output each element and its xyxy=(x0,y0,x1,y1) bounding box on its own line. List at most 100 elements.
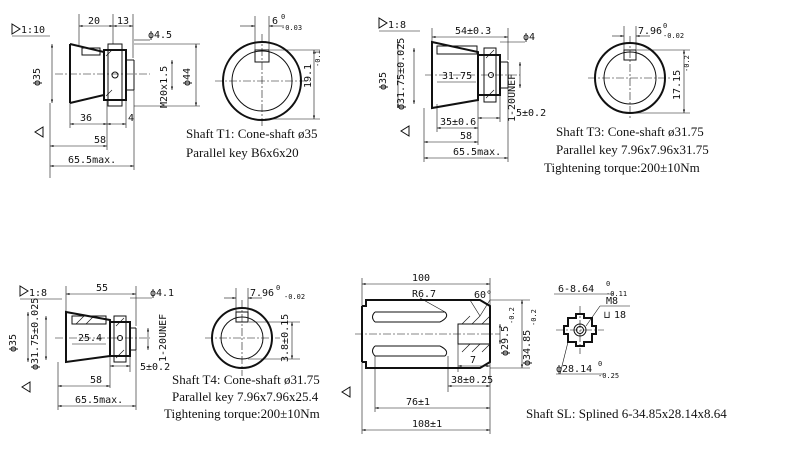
t3-key-length: 31.75 xyxy=(442,71,472,82)
t4-caption-line: Tightening torque:200±10Nm xyxy=(164,406,320,421)
t1-dim-36: 36 xyxy=(80,113,92,124)
t3-key-width: 7.96 xyxy=(638,26,662,37)
sl-spline-profile xyxy=(563,313,597,347)
t4-caption: Shaft T4: Cone-shaft ø31.75 Parallel key… xyxy=(164,372,320,422)
t1-dim-58: 58 xyxy=(94,135,106,146)
t4-taper-label: 1:8 xyxy=(29,288,47,299)
sl-dim-phi2814-up: 0 xyxy=(598,360,602,368)
t4-dim-55: 55 xyxy=(96,283,108,294)
t1-dim-655: 65.5max. xyxy=(68,155,116,166)
t4-dim-58: 58 xyxy=(90,375,102,386)
sl-dim-phi2814-low: -0.25 xyxy=(598,372,619,380)
t4-pin-hole xyxy=(117,335,123,341)
t3-dim-thread: 1-20UNEF xyxy=(507,74,518,122)
sl-spline-width-up: 0 xyxy=(606,280,610,288)
sl-depth-symbol-icon: ⊔ xyxy=(604,310,610,321)
t1-nut xyxy=(103,49,127,101)
sl-dim-38: 38±0.25 xyxy=(451,375,493,386)
datum-triangle-icon xyxy=(21,381,31,393)
datum-triangle-icon xyxy=(400,125,410,137)
shaft-sl-section: 6-8.64 0 -0.11 M8 ⊔ 18 ϕ28.14 0 -0.25 xyxy=(554,280,630,380)
sl-dim-phi295-tol: -0.2 xyxy=(508,307,516,324)
t1-pin-hole xyxy=(111,71,119,79)
t1-key-tol-up: 0 xyxy=(281,13,285,21)
sl-dim-108: 108±1 xyxy=(412,419,442,430)
t4-caption-line: Shaft T4: Cone-shaft ø31.75 xyxy=(172,372,320,387)
datum-triangle-icon xyxy=(34,126,44,138)
sl-dim-100: 100 xyxy=(412,273,430,284)
sl-threaded-hole xyxy=(457,323,491,345)
sl-dim-phi295: ϕ29.5 xyxy=(500,326,511,356)
t1-key-tol-low: -0.03 xyxy=(281,24,302,32)
t1-key-height-tol: -0.1 xyxy=(314,50,322,67)
shaft-t4-side-view: 1:8 25.4 55 ϕ4.1 ϕ35 ϕ31.75±0.025 1-20UN… xyxy=(8,283,174,410)
t3-dim-phi35: ϕ35 xyxy=(378,72,389,90)
t3-key-tol-low: -0.02 xyxy=(663,32,684,40)
sl-dim-phi2814: ϕ28.14 xyxy=(556,364,592,375)
t1-shaft-taper xyxy=(69,43,105,104)
t1-key xyxy=(81,47,101,56)
t4-caption-line: Parallel key 7.96x7.96x25.4 xyxy=(172,389,319,404)
t3-dim-phi4: ϕ4 xyxy=(523,32,535,43)
sl-spline-width: 6-8.64 xyxy=(558,284,594,295)
taper-symbol-icon xyxy=(19,285,29,297)
sl-spline-width-low: -0.11 xyxy=(606,290,627,298)
t3-dim-58: 58 xyxy=(460,131,472,142)
t3-taper-label: 1:8 xyxy=(388,20,406,31)
t1-dim-phi45: ϕ4.5 xyxy=(148,30,172,41)
shaft-t3-side-view: 1:8 31.75 54±0.3 ϕ4 ϕ35 ϕ31.75±0.025 1-2… xyxy=(378,17,546,162)
t1-key-height: 19.1 xyxy=(303,64,314,88)
t4-key-tol-low: -0.02 xyxy=(284,293,305,301)
t3-caption-line: Shaft T3: Cone-shaft ø31.75 xyxy=(556,124,704,139)
t1-dim-phi35: ϕ35 xyxy=(32,68,43,86)
sl-dim-76: 76±1 xyxy=(406,397,430,408)
shaft-t1-side-view: 1:10 20 13 ϕ4.5 ϕ35 M20x1.5 ϕ44 xyxy=(11,14,200,178)
t4-dim-phi35: ϕ35 xyxy=(8,334,19,352)
t3-dim-655: 65.5max. xyxy=(453,147,501,158)
t4-key-tol-up: 0 xyxy=(276,284,280,292)
sl-dim-r67: R6.7 xyxy=(412,289,436,300)
taper-symbol-icon xyxy=(378,17,388,29)
t3-dim-35: 35±0.6 xyxy=(440,117,476,128)
t3-pin-hole xyxy=(488,72,494,78)
t1-dim-13: 13 xyxy=(117,16,129,27)
t3-key xyxy=(436,45,478,55)
taper-symbol-icon xyxy=(11,23,21,35)
t4-nut xyxy=(109,321,131,357)
t3-caption: Shaft T3: Cone-shaft ø31.75 Parallel key… xyxy=(544,124,709,176)
shaft-t4-section: 7.96 0 -0.02 3.8±0.15 xyxy=(205,284,305,376)
t4-dim-phi3175: ϕ31.75±0.025 xyxy=(30,298,41,370)
sl-dim-phi3485: ϕ34.85 xyxy=(522,330,533,366)
t3-key-height-tol: -0.2 xyxy=(683,55,691,72)
t3-dim-52: 5±0.2 xyxy=(516,108,546,119)
t4-dim-phi41: ϕ4.1 xyxy=(150,288,174,299)
datum-triangle-icon xyxy=(341,386,351,398)
sl-dim-phi3485-tol: -0.2 xyxy=(530,309,538,326)
sl-dim-7: 7 xyxy=(470,355,476,366)
sl-thread-m8: M8 xyxy=(606,296,618,307)
t3-caption-line: Parallel key 7.96x7.96x31.75 xyxy=(556,142,709,157)
sl-caption: Shaft SL: Splined 6-34.85x28.14x8.64 xyxy=(526,406,727,422)
t1-dim-phi44: ϕ44 xyxy=(182,68,193,86)
sl-depth: 18 xyxy=(614,310,626,321)
t1-caption: Shaft T1: Cone-shaft ø35 Parallel key B6… xyxy=(186,126,318,161)
t4-dim-thread: 1-20UNEF xyxy=(158,314,169,362)
t3-dim-54: 54±0.3 xyxy=(455,26,491,37)
t3-dim-phi3175: ϕ31.75±0.025 xyxy=(396,38,407,110)
t4-key xyxy=(71,315,107,325)
shaft-t1-section: 6 0 -0.03 19.1 -0.1 xyxy=(215,13,322,128)
t4-dim-52: 5±0.2 xyxy=(140,362,170,373)
t1-caption-line: Shaft T1: Cone-shaft ø35 xyxy=(186,126,318,141)
t3-key-tol-up: 0 xyxy=(663,22,667,30)
sl-caption-line: Shaft SL: Splined 6-34.85x28.14x8.64 xyxy=(526,406,727,421)
t1-dim-thread: M20x1.5 xyxy=(159,66,170,108)
t4-key-length: 25.4 xyxy=(78,333,102,344)
shaft-t3-section: 7.96 0 -0.02 17.15 -0.2 xyxy=(588,22,691,120)
shaft-sl-side-view: 100 R6.7 60° ϕ29.5 -0.2 ϕ34.85 -0.2 7 38… xyxy=(341,273,538,434)
t3-caption-line: Tightening torque:200±10Nm xyxy=(544,160,700,175)
t1-dim-20: 20 xyxy=(88,16,100,27)
sl-dim-angle: 60° xyxy=(474,290,492,301)
t1-dim-4: 4 xyxy=(128,113,134,124)
